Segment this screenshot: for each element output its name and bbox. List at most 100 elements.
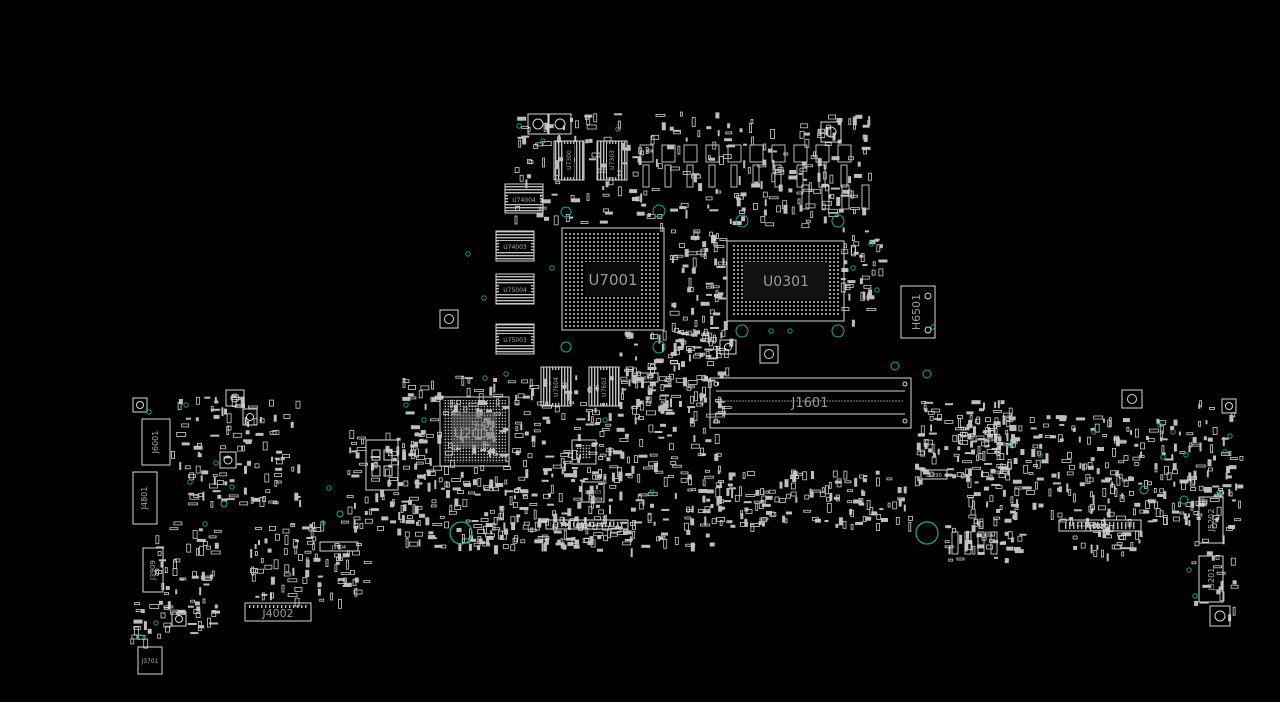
smd-part bbox=[186, 417, 191, 420]
smd-part bbox=[713, 334, 716, 344]
connector-j5201[interactable]: J5201 bbox=[1198, 555, 1224, 603]
chip-u74003[interactable]: U74003 bbox=[495, 230, 535, 262]
smd-part bbox=[465, 519, 471, 523]
connector-j4801[interactable]: J4801 bbox=[132, 471, 158, 525]
smd-part bbox=[539, 536, 550, 540]
smd-part bbox=[760, 215, 766, 223]
smd-part bbox=[543, 542, 547, 552]
smd-part bbox=[551, 193, 558, 196]
smd-part bbox=[1112, 447, 1116, 457]
test-pad bbox=[548, 113, 572, 135]
smd-part bbox=[388, 477, 398, 481]
smd-part bbox=[201, 470, 209, 475]
smd-part bbox=[1198, 420, 1201, 427]
chip-u7603[interactable]: U7603 bbox=[588, 366, 620, 407]
smd-part bbox=[1187, 513, 1190, 518]
inductor-l5840[interactable]: L5840 bbox=[631, 372, 659, 383]
smd-part bbox=[571, 198, 581, 203]
smd-part bbox=[598, 509, 604, 515]
smd-part bbox=[594, 407, 597, 413]
chip-square-qfn[interactable] bbox=[571, 439, 597, 465]
chip-u75004[interactable]: U75004 bbox=[495, 273, 535, 305]
smd-part bbox=[1030, 427, 1037, 430]
smd-part bbox=[952, 474, 957, 479]
smd-part bbox=[784, 518, 788, 524]
smd-part bbox=[525, 469, 529, 479]
chip-u74004-top[interactable]: U74004 bbox=[504, 183, 544, 214]
smd-part bbox=[971, 449, 975, 455]
chip-u7303[interactable]: U7303 bbox=[596, 140, 628, 181]
smd-part bbox=[1038, 503, 1044, 508]
smd-part bbox=[801, 161, 806, 166]
smd-part bbox=[770, 129, 775, 139]
smd-part bbox=[799, 204, 803, 212]
power-block[interactable] bbox=[365, 439, 399, 491]
smd-part bbox=[589, 485, 594, 494]
smd-part bbox=[414, 505, 419, 514]
smd-part bbox=[212, 474, 218, 477]
smd-part bbox=[697, 130, 701, 138]
smd-part bbox=[192, 530, 198, 539]
smd-part bbox=[489, 386, 493, 396]
smd-part bbox=[1082, 463, 1085, 471]
smd-part bbox=[1188, 520, 1191, 527]
smd-part bbox=[195, 612, 201, 618]
connector-j5202[interactable]: J5202 bbox=[1198, 496, 1224, 544]
smd-part bbox=[198, 493, 204, 497]
smd-part bbox=[855, 114, 863, 119]
inductor-l5890[interactable]: L5890 bbox=[920, 469, 948, 480]
connector-j3909[interactable]: J3909 bbox=[142, 547, 164, 593]
chip-u7300[interactable]: U7300 bbox=[553, 140, 585, 181]
smd-part bbox=[707, 361, 714, 367]
smd-part bbox=[530, 527, 534, 533]
connector-j4002[interactable]: J4002 bbox=[244, 602, 312, 622]
smd-part bbox=[1041, 459, 1049, 464]
smd-part bbox=[398, 482, 403, 487]
connector-j5604[interactable]: J5604 bbox=[319, 541, 359, 552]
smd-part bbox=[1172, 469, 1178, 475]
smd-part bbox=[1119, 495, 1125, 503]
chip-u7001[interactable]: U7001 bbox=[561, 227, 665, 331]
smd-part bbox=[621, 387, 624, 394]
smd-part bbox=[169, 527, 179, 531]
smd-part bbox=[743, 160, 746, 169]
smd-part bbox=[282, 454, 291, 459]
smd-part bbox=[802, 188, 813, 192]
smd-part bbox=[841, 268, 849, 272]
connector-j4501[interactable]: J4501 bbox=[1058, 519, 1142, 532]
via bbox=[1192, 593, 1198, 599]
chip-u2001[interactable]: U2001 bbox=[439, 396, 510, 467]
smd-part bbox=[694, 391, 698, 402]
smd-part bbox=[477, 545, 480, 551]
smd-part bbox=[1057, 512, 1063, 518]
part-h6501[interactable]: H6501 bbox=[900, 285, 936, 339]
smd-part bbox=[1220, 580, 1224, 590]
connector-j6001[interactable]: J6001 bbox=[141, 418, 171, 466]
smd-part bbox=[725, 131, 733, 135]
smd-part bbox=[1122, 532, 1132, 537]
chip-u75003[interactable]: U75003 bbox=[495, 323, 535, 355]
connector-j3101[interactable]: J3101 bbox=[545, 519, 629, 530]
smd-part bbox=[862, 264, 868, 266]
smd-part bbox=[609, 465, 619, 469]
smd-part bbox=[944, 540, 950, 544]
smd-part bbox=[199, 545, 204, 556]
smd-part bbox=[1006, 546, 1014, 551]
smd-part bbox=[1101, 479, 1111, 483]
chip-u0301[interactable]: U0301 bbox=[726, 240, 845, 322]
smd-part bbox=[647, 213, 651, 218]
smd-part bbox=[724, 138, 733, 142]
smd-part bbox=[741, 207, 746, 212]
chip-u2003[interactable]: U2003 bbox=[581, 481, 605, 503]
connector-j1601[interactable]: J1601 bbox=[709, 377, 912, 429]
smd-part bbox=[1006, 420, 1011, 428]
smd-part bbox=[989, 495, 994, 503]
smd-part bbox=[979, 408, 984, 412]
smd-part bbox=[704, 506, 711, 511]
smd-part bbox=[401, 515, 405, 524]
connector-j3701[interactable]: J3701 bbox=[137, 646, 163, 675]
smd-part bbox=[260, 558, 264, 563]
chip-u7604[interactable]: U7604 bbox=[540, 366, 572, 407]
smd-part bbox=[924, 443, 928, 449]
